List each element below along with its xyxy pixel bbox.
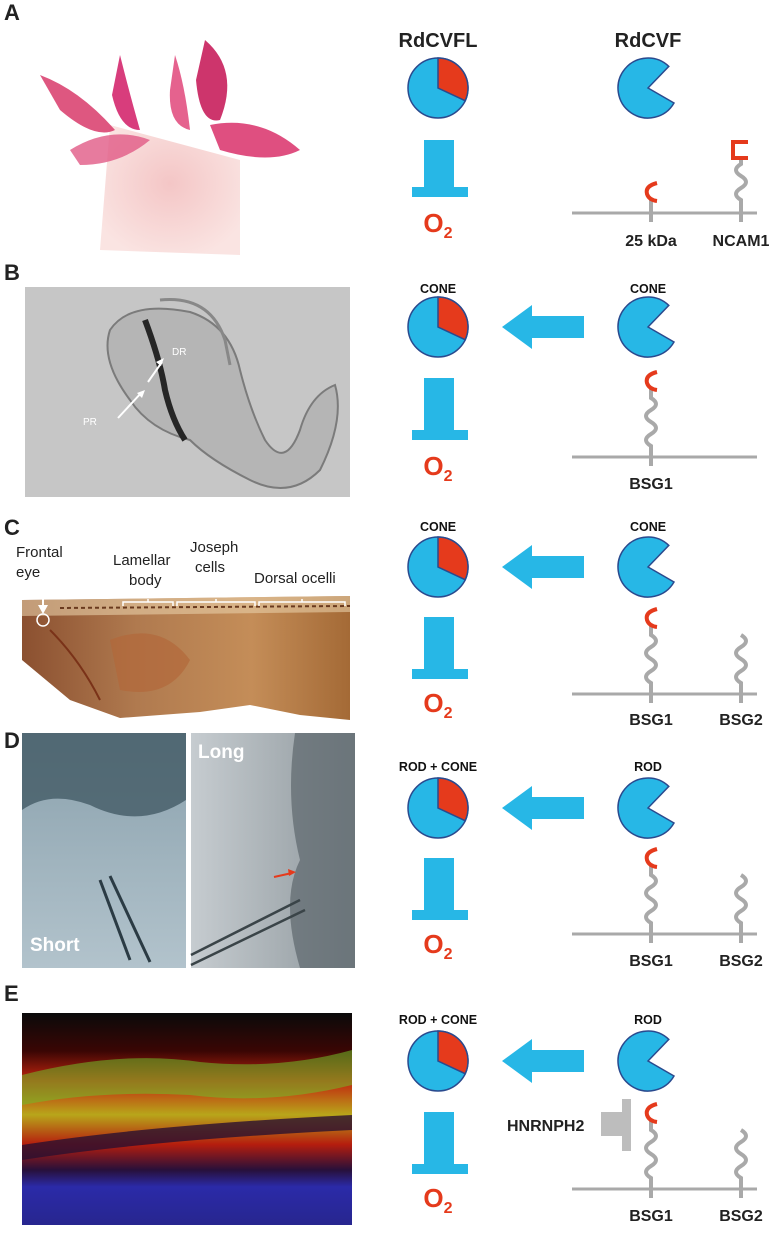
- receptor-bsg1-d: [644, 847, 658, 943]
- oxygen-label-e: O2: [423, 1183, 452, 1217]
- receptor-blocker-c: [412, 617, 468, 679]
- hnrnph2-inhibitor: [601, 1099, 631, 1151]
- image-label-cells: cells: [195, 559, 225, 576]
- micrograph-short: Short: [22, 733, 186, 968]
- header-rdcvf: RdCVF: [615, 30, 682, 52]
- receptor-bsg1-e: [644, 1102, 658, 1198]
- panel-letter-e: E: [4, 981, 19, 1006]
- receptor-label-bsg1-d: BSG1: [629, 953, 673, 970]
- oxygen-label-a: O2: [423, 208, 452, 242]
- receptor-blocker-a: [412, 140, 468, 197]
- micrograph-b: DR PR: [25, 287, 350, 497]
- receptor-label-bsg2-d: BSG2: [719, 953, 763, 970]
- receptor-label-ncam1: NCAM1: [713, 233, 770, 250]
- retina-image: [22, 1013, 352, 1225]
- panel-c: C Frontal eye Lamellar body Joseph cells…: [4, 515, 763, 729]
- image-label-body: body: [129, 572, 162, 589]
- image-label-frontal: Frontal: [16, 544, 63, 561]
- image-label-joseph: Joseph: [190, 539, 238, 556]
- arrow-b: [502, 305, 584, 349]
- amphioxus-image: [22, 560, 351, 720]
- panel-d: D Short Long ROD + CONE ROD O2: [4, 728, 763, 970]
- pie-rdcvfl-a: [407, 57, 469, 119]
- pie-rdcvf-a: [617, 57, 676, 119]
- panel-e: E ROD + CONE ROD O2 HNRNPH2: [4, 981, 763, 1225]
- arrow-c: [502, 545, 584, 589]
- cell-label-d-right: ROD: [634, 760, 662, 774]
- pie-rdcvf-c: [617, 536, 676, 598]
- pie-rdcvfl-c: [407, 536, 469, 598]
- cell-label-e-right: ROD: [634, 1013, 662, 1027]
- panel-letter-c: C: [4, 515, 20, 540]
- pie-rdcvf-b: [617, 296, 676, 358]
- receptor-label-bsg2-c: BSG2: [719, 712, 763, 729]
- header-rdcvfl: RdCVFL: [399, 30, 478, 52]
- receptor-blocker-e: [412, 1112, 468, 1174]
- receptor-bsg2-c: [734, 633, 748, 703]
- image-label-short: Short: [30, 935, 80, 956]
- image-label-pr: PR: [83, 417, 97, 428]
- receptor-blocker-b: [412, 378, 468, 440]
- inhibitor-label: HNRNPH2: [507, 1118, 584, 1135]
- pie-rdcvfl-b: [407, 296, 469, 358]
- receptor-bsg1-b: [644, 370, 658, 466]
- panel-letter-d: D: [4, 728, 20, 753]
- panel-b: B DR PR CONE CONE O2: [4, 260, 757, 497]
- oxygen-label-c: O2: [423, 688, 452, 722]
- image-label-eye: eye: [16, 564, 40, 581]
- cell-label-b-right: CONE: [630, 282, 666, 296]
- cell-label-c-right: CONE: [630, 520, 666, 534]
- image-label-lamellar: Lamellar: [113, 552, 171, 569]
- arrow-d: [502, 786, 584, 830]
- pie-rdcvf-d: [617, 777, 676, 839]
- oxygen-label-b: O2: [423, 451, 452, 485]
- receptor-label-bsg1-b: BSG1: [629, 476, 673, 493]
- receptor-25kda: [644, 181, 658, 222]
- image-label-dr: DR: [172, 347, 186, 358]
- panel-a: A O2: [4, 0, 770, 255]
- image-label-dorsal-ocelli: Dorsal ocelli: [254, 570, 336, 587]
- receptor-label-25kda: 25 kDa: [625, 233, 677, 250]
- receptor-bsg1-c: [644, 607, 658, 703]
- pie-rdcvfl-d: [407, 777, 469, 839]
- receptor-bsg2-e: [734, 1128, 748, 1198]
- pie-rdcvfl-e: [407, 1030, 469, 1092]
- panel-letter-b: B: [4, 260, 20, 285]
- receptor-bsg2-d: [734, 873, 748, 943]
- arrow-e: [502, 1039, 584, 1083]
- receptor-label-bsg2-e: BSG2: [719, 1208, 763, 1225]
- pie-rdcvf-e: [617, 1030, 676, 1092]
- oxygen-label-d: O2: [423, 929, 452, 963]
- image-label-long: Long: [198, 742, 244, 763]
- cell-label-d-left: ROD + CONE: [399, 760, 477, 774]
- receptor-blocker-d: [412, 858, 468, 920]
- receptor-label-bsg1-e: BSG1: [629, 1208, 673, 1225]
- cell-label-e-left: ROD + CONE: [399, 1013, 477, 1027]
- cell-label-b-left: CONE: [420, 282, 456, 296]
- hydra-image: [40, 40, 300, 255]
- panel-letter-a: A: [4, 0, 20, 25]
- cell-label-c-left: CONE: [420, 520, 456, 534]
- micrograph-long: Long: [190, 733, 355, 968]
- receptor-label-bsg1-c: BSG1: [629, 712, 673, 729]
- receptor-ncam1: [731, 140, 748, 222]
